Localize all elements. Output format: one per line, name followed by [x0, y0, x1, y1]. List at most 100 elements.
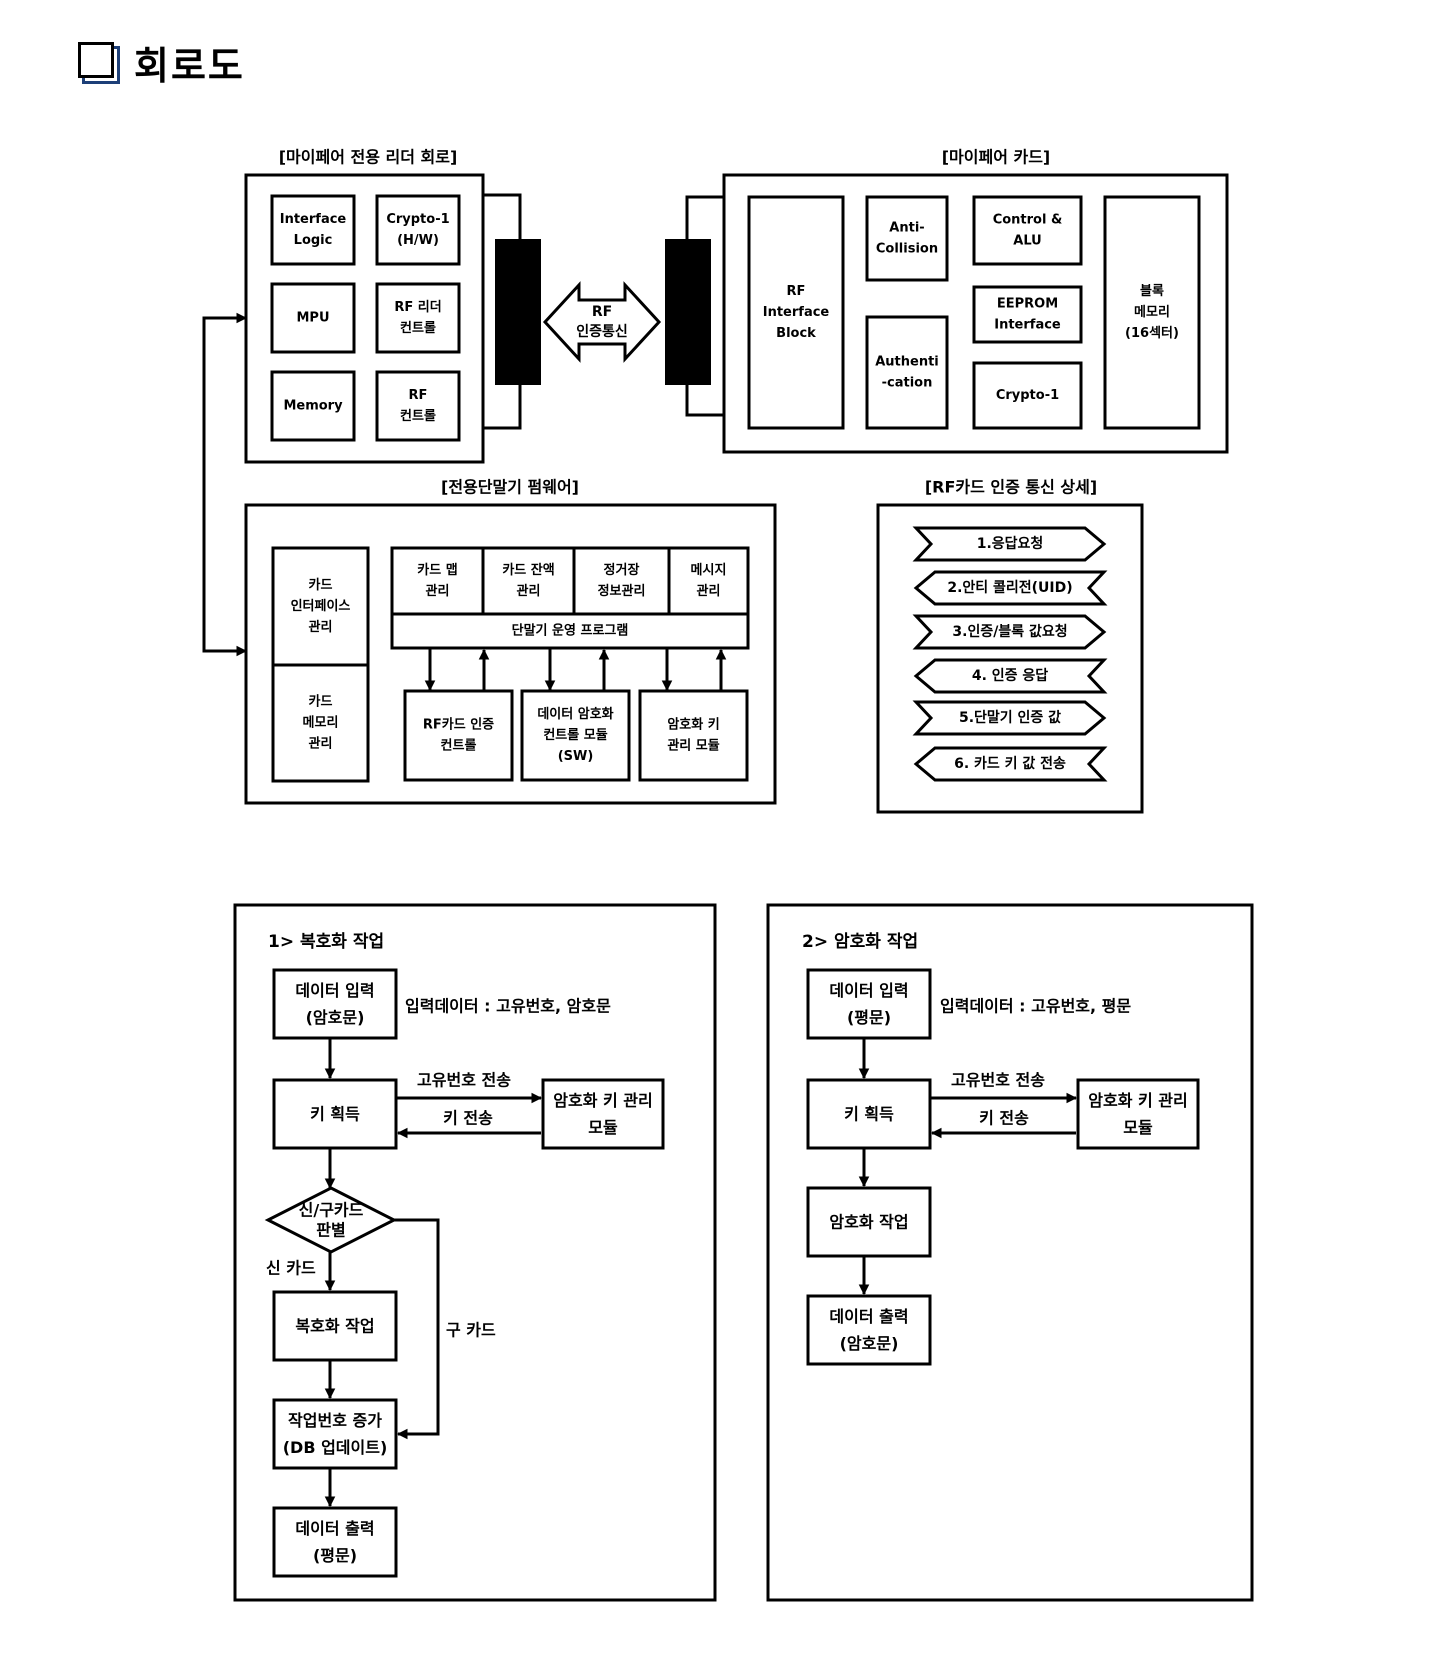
- decrypt-send-label: 고유번호 전송: [417, 1071, 511, 1090]
- reader-title: [마이페어 전용 리더 회로]: [279, 148, 458, 167]
- decrypt-input-box: [272, 968, 398, 1040]
- station-info-mgmt-line-2: 정보관리: [598, 583, 646, 599]
- block-memory-block-label-line-2: 메모리: [1134, 304, 1170, 320]
- rf-reader-control-block-label-line-1: RF 리더: [394, 299, 441, 315]
- card-interface-mgmt: [271, 546, 370, 667]
- encrypt-output-box: [806, 1294, 932, 1366]
- reader-terminal-link: [202, 312, 248, 657]
- control-alu-block-label-line-2: ALU: [1013, 234, 1041, 249]
- rf-interface-block-label-line-2: Interface: [763, 305, 830, 320]
- decrypt-key-module-box: [541, 1078, 665, 1150]
- encrypt-input-box-label-line-1: 데이터 입력: [829, 981, 908, 1000]
- anti-collision-block-label-line-1: Anti-: [889, 221, 924, 236]
- crypto1-hw-block-label-line-1: Crypto-1: [386, 212, 449, 227]
- rf-link-label-line-2: 인증통신: [576, 323, 628, 340]
- rf-reader-control-block-label-line-2: 컨트롤: [400, 320, 436, 336]
- crypto1-hw-block-label-line-2: (H/W): [397, 233, 439, 248]
- encrypt-output-box-label-line-2: (암호문): [840, 1334, 899, 1353]
- rf-step-label-4: 4. 인증 응답: [972, 667, 1048, 684]
- decrypt-input-box-label-line-2: (암호문): [306, 1008, 365, 1027]
- encrypt-work-box-label-line-1: 암호화 작업: [829, 1213, 908, 1232]
- encrypt-work-box: [806, 1186, 932, 1258]
- decrypt-decision-label-line-2: 판별: [316, 1221, 345, 1240]
- rf-step-1: [912, 526, 1107, 562]
- rf-step-6: [913, 746, 1108, 782]
- decrypt-key-module-box-label-line-1: 암호화 키 관리: [553, 1091, 652, 1110]
- crypto1-card-block-label-line-1: Crypto-1: [996, 388, 1059, 403]
- rf-control-block: [375, 370, 461, 442]
- card-interface-mgmt-label-line-3: 관리: [309, 619, 333, 635]
- encrypt-key-box: [806, 1078, 932, 1150]
- rf-step-3: [912, 614, 1107, 650]
- terminal-title: [전용단말기 펌웨어]: [441, 478, 579, 497]
- rf-step-label-2: 2.안티 콜리전(UID): [947, 579, 1072, 596]
- decrypt-counter-box-label-line-2: (DB 업데이트): [283, 1438, 388, 1457]
- encrypt-input-box: [806, 968, 932, 1040]
- reader-antenna-coil: [495, 239, 541, 385]
- block-memory-block-label-line-1: 블록: [1140, 284, 1164, 299]
- encrypt-key-module-box-label-line-1: 암호화 키 관리: [1088, 1091, 1187, 1110]
- eeprom-interface-block-label-line-1: EEPROM: [997, 297, 1058, 312]
- crypto-key-mgmt-module-label-line-2: 관리 모듈: [667, 738, 719, 754]
- decrypt-output-box-label-line-2: (평문): [313, 1546, 357, 1565]
- crypto-key-mgmt-module-label-line-1: 암호화 키: [667, 717, 719, 733]
- message-mgmt-line-1: 메시지: [691, 563, 727, 578]
- card-interface-mgmt-label-line-2: 인터페이스: [291, 598, 351, 614]
- rf-step-label-6: 6. 카드 키 값 전송: [954, 755, 1066, 772]
- decrypt-recv-label: 키 전송: [443, 1109, 493, 1128]
- block-memory-block-label-line-3: (16섹터): [1125, 325, 1179, 341]
- encrypt-key-box-label-line-1: 키 획득: [844, 1105, 894, 1124]
- card-interface-mgmt-label-line-1: 카드: [309, 578, 333, 593]
- crypto1-card-block: [972, 361, 1083, 430]
- decrypt-old-card-path: [394, 1218, 440, 1440]
- crypto1-hw-block: [375, 194, 461, 266]
- decrypt-key-module-box-label-line-2: 모듈: [588, 1118, 618, 1137]
- decrypt-key-box-label-line-1: 키 획득: [310, 1105, 360, 1124]
- memory-block: [270, 370, 356, 442]
- encrypt-input-note: 입력데이터 : 고유번호, 평문: [940, 997, 1131, 1016]
- encrypt-output-box-label-line-1: 데이터 출력: [829, 1307, 908, 1326]
- rf-control-block-label-line-1: RF: [409, 388, 428, 403]
- decrypt-title: 1> 복호화 작업: [268, 932, 384, 952]
- section-square-icon: [78, 42, 120, 84]
- page-title: 회로도: [134, 43, 245, 88]
- message-mgmt-line-2: 관리: [697, 583, 721, 599]
- rf-step-label-3: 3.인증/블록 값요청: [952, 623, 1067, 640]
- station-info-mgmt-line-1: 정거장: [604, 562, 640, 578]
- terminal-program-bar: [390, 612, 750, 650]
- mpu-block-label-line-1: MPU: [296, 311, 329, 326]
- crypto-key-mgmt-module: [638, 689, 749, 782]
- interface-logic-block-label-line-2: Logic: [294, 233, 333, 248]
- card-memory-mgmt: [271, 663, 370, 783]
- interface-logic-block-label-line-1: Interface: [280, 212, 347, 227]
- page-header: 회로도: [78, 38, 245, 88]
- authentication-block-label-line-1: Authenti: [875, 355, 939, 370]
- encrypt-input-box-label-line-2: (평문): [847, 1008, 891, 1027]
- block-memory-block: [1103, 195, 1201, 430]
- interface-logic-block: [270, 194, 356, 266]
- anti-collision-block: [865, 195, 949, 282]
- decrypt-new-card-label: 신 카드: [266, 1259, 316, 1278]
- encrypt-title: 2> 암호화 작업: [802, 932, 918, 952]
- data-encryption-module: [520, 689, 631, 782]
- control-alu-block-label-line-1: Control &: [993, 213, 1063, 228]
- terminal-program-bar-label-line-1: 단말기 운영 프로그램: [512, 623, 629, 639]
- card-memory-mgmt-label-line-1: 카드: [309, 695, 333, 710]
- rf-interface-block-label-line-3: Block: [776, 326, 816, 341]
- authentication-block-label-line-2: -cation: [882, 376, 933, 391]
- card-balance-mgmt-line-1: 카드 잔액: [502, 562, 554, 578]
- decrypt-output-box: [272, 1506, 398, 1578]
- encrypt-send-label: 고유번호 전송: [951, 1071, 1045, 1090]
- data-encryption-module-label-line-3: (SW): [558, 749, 594, 764]
- authentication-block: [865, 315, 949, 430]
- rf-step-5: [912, 700, 1107, 736]
- decrypt-input-box-label-line-1: 데이터 입력: [295, 981, 374, 1000]
- card-map-mgmt-line-1: 카드 맵: [417, 563, 457, 578]
- rf-control-block-label-line-2: 컨트롤: [400, 408, 436, 424]
- rf-card-auth-control: [403, 689, 514, 782]
- decrypt-work-box: [272, 1290, 398, 1362]
- data-encryption-module-label-line-1: 데이터 암호화: [537, 706, 613, 722]
- rf-step-label-1: 1.응답요청: [977, 535, 1044, 552]
- rf-link-label-line-1: RF: [592, 304, 612, 320]
